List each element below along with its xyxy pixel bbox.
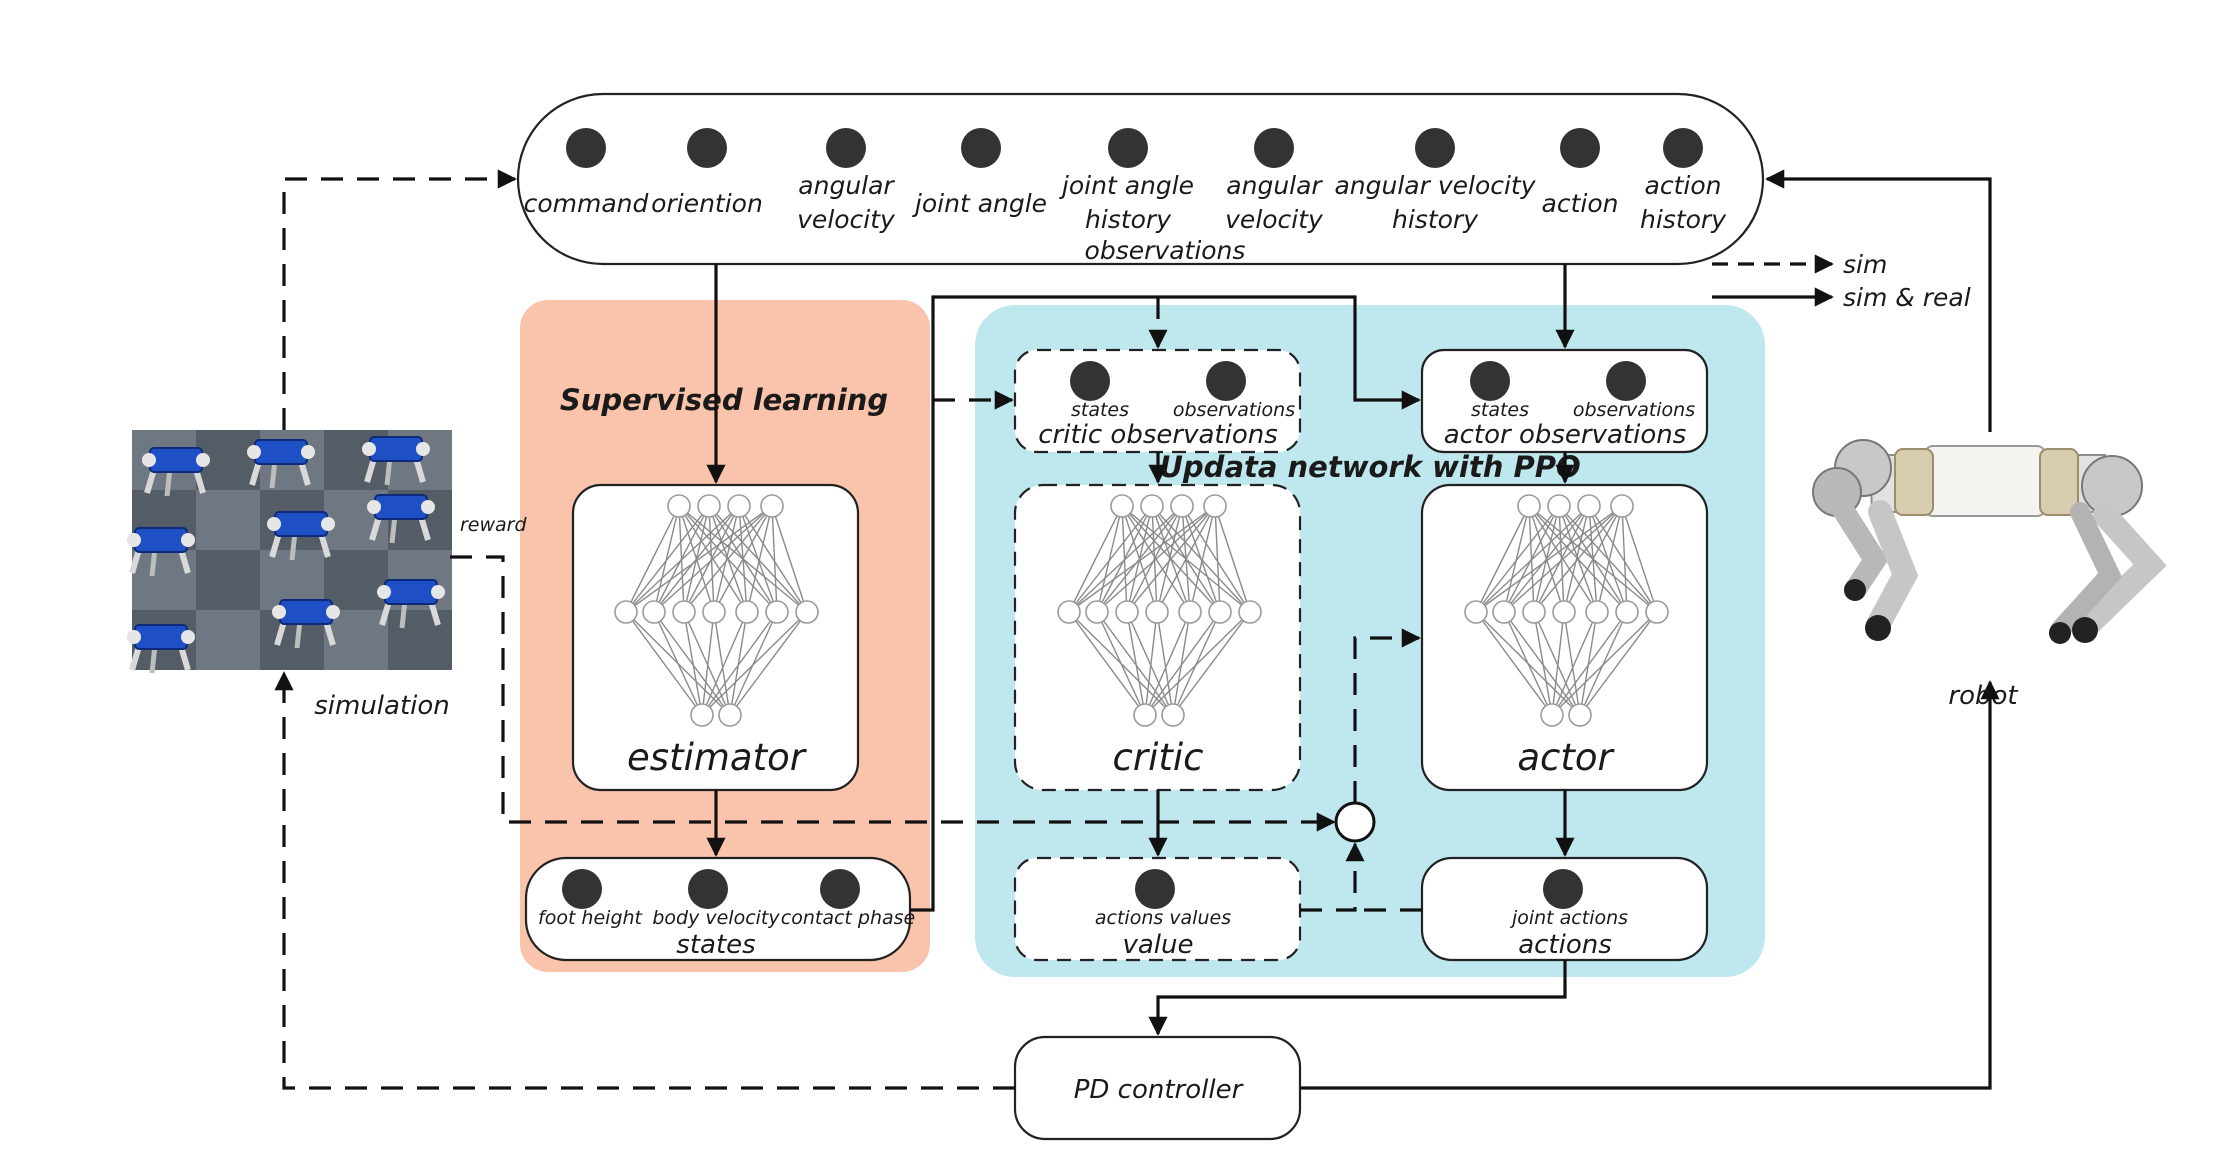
simulation-label: simulation: [314, 691, 450, 721]
observation-dot: [1108, 128, 1148, 168]
obs-input-dot: [1070, 361, 1110, 401]
observation-dot: [1415, 128, 1455, 168]
obs-input-label: states: [1071, 399, 1129, 421]
actor-label: actor: [1517, 736, 1615, 779]
value-item-label: actions values: [1095, 907, 1231, 929]
obs-input-dot: [1206, 361, 1246, 401]
ppo-title: Updata network with PPO: [1159, 450, 1580, 484]
estimator-network: [611, 489, 819, 731]
state-dot: [820, 869, 860, 909]
state-label: contact phase: [781, 907, 915, 929]
pd-controller-label: PD controller: [1074, 1075, 1245, 1105]
actions-item-label: joint actions: [1509, 907, 1628, 929]
state-label: body velocity: [652, 907, 780, 929]
state-label: foot height: [538, 907, 644, 929]
observation-label: joint angle: [912, 189, 1047, 218]
observation-dot: [1663, 128, 1703, 168]
supervised-learning-title: Supervised learning: [560, 383, 888, 417]
advantage-junction: [1334, 801, 1376, 843]
value-title: value: [1122, 930, 1193, 960]
state-dot: [688, 869, 728, 909]
legend-sim-real: sim & real: [1843, 283, 1971, 312]
critic-label: critic: [1113, 736, 1204, 779]
legend-sim: sim: [1843, 250, 1887, 279]
obs-input-label: states: [1471, 399, 1529, 421]
observations-box: [516, 92, 1765, 266]
estimator-label: estimator: [627, 736, 808, 779]
dashed-connectors: [274, 169, 1422, 1090]
observation-dot: [687, 128, 727, 168]
critic-observations-title: critic observations: [1038, 420, 1278, 450]
obs-input-label: observations: [1573, 399, 1695, 421]
observation-dot: [1254, 128, 1294, 168]
observation-label: oriention: [651, 189, 763, 218]
observation-dot: [1560, 128, 1600, 168]
observation-label: command: [524, 189, 649, 218]
robot-image: [1812, 439, 2167, 644]
observation-label: action: [1542, 189, 1619, 218]
robot-label: robot: [1948, 681, 2018, 711]
solid-connectors: [706, 169, 2000, 1090]
actor-observation-items: states observations: [1470, 361, 1695, 421]
states-title: states: [676, 930, 755, 960]
obs-input-dot: [1470, 361, 1510, 401]
observation-dot: [566, 128, 606, 168]
observation-dot: [961, 128, 1001, 168]
obs-input-label: observations: [1173, 399, 1295, 421]
observation-dot: [826, 128, 866, 168]
state-dot: [562, 869, 602, 909]
actor-observations-title: actor observations: [1444, 420, 1687, 450]
actor-network: [1461, 489, 1669, 731]
critic-observation-items: states observations: [1070, 361, 1295, 421]
obs-input-dot: [1606, 361, 1646, 401]
simulation-image: [127, 430, 452, 674]
reward-label: reward: [460, 514, 527, 536]
observations-title: observations: [1085, 236, 1246, 265]
actions-title: actions: [1518, 930, 1612, 960]
critic-network: [1054, 489, 1262, 731]
